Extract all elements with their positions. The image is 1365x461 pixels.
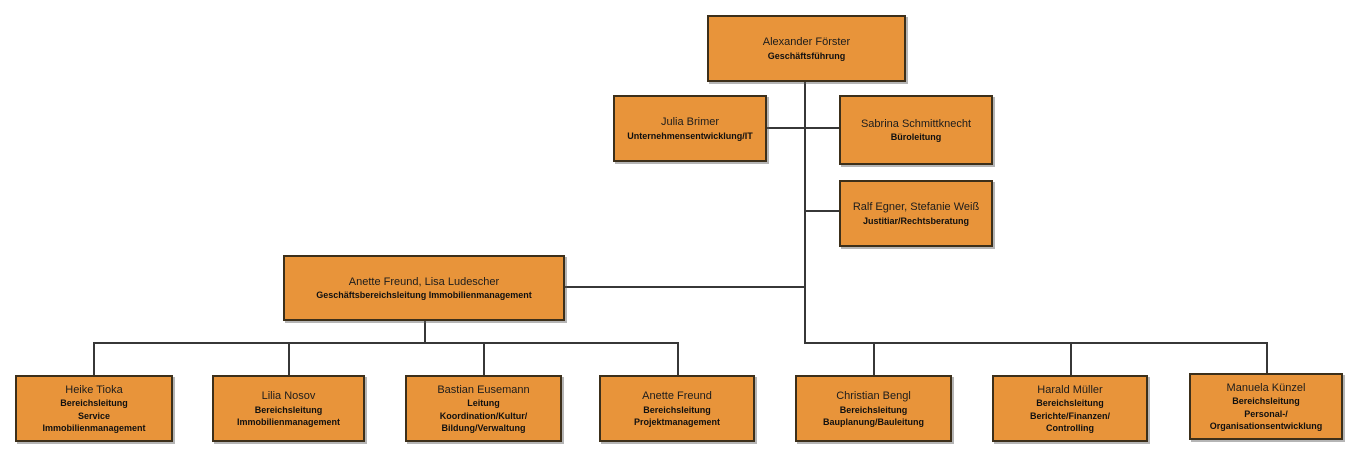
person-name: Anette Freund, Lisa Ludescher — [348, 275, 500, 288]
person-role: Geschäftsführung — [767, 50, 846, 61]
connector-line — [804, 342, 1267, 344]
connector-line — [483, 342, 485, 375]
person-name: Lilia Nosov — [261, 390, 316, 403]
person-role: Justitiar/Rechtsberatung — [862, 215, 970, 226]
person-name: Harald Müller — [1037, 384, 1103, 397]
person-name: Anette Freund — [642, 390, 712, 403]
connector-line — [1266, 342, 1268, 373]
connector-line — [1070, 342, 1072, 375]
connector-line — [565, 286, 805, 288]
connector-line — [767, 127, 839, 129]
person-name: Ralf Egner, Stefanie Weiß — [852, 201, 980, 214]
connector-line — [804, 82, 806, 344]
person-role: Bereichsleitung Projektmanagement — [633, 404, 721, 427]
connector-line — [288, 342, 290, 375]
person-role: Bereichsleitung Immobilienmanagement — [236, 404, 341, 427]
person-name: Alexander Förster — [762, 36, 851, 49]
person-name: Sabrina Schmittknecht — [860, 117, 972, 130]
person-name: Bastian Eusemann — [437, 384, 530, 397]
person-name: Manuela Künzel — [1226, 382, 1306, 395]
person-role: Leitung Koordination/Kultur/ Bildung/Ver… — [439, 398, 528, 433]
person-role: Bereichsleitung Berichte/Finanzen/ Contr… — [1029, 398, 1110, 433]
person-role: Geschäftsbereichsleitung Immobilienmanag… — [316, 290, 532, 301]
person-role: Bereichsleitung Service Immobilienmanage… — [42, 398, 146, 433]
connector-line — [677, 342, 679, 375]
person-name: Julia Brimer — [660, 116, 720, 129]
person-name: Heike Tioka — [65, 384, 123, 397]
person-role: Unternehmensentwicklung/IT — [627, 130, 753, 141]
connector-line — [424, 321, 426, 343]
person-role: Bereichsleitung Bauplanung/Bauleitung — [823, 404, 924, 427]
connector-line — [93, 342, 678, 344]
connector-line — [93, 342, 95, 375]
person-role: Büroleitung — [890, 132, 942, 143]
person-role: Bereichsleitung Personal-/ Organisations… — [1209, 396, 1323, 431]
connector-line — [873, 342, 875, 375]
connector-line — [804, 210, 839, 212]
person-name: Christian Bengl — [836, 390, 911, 403]
